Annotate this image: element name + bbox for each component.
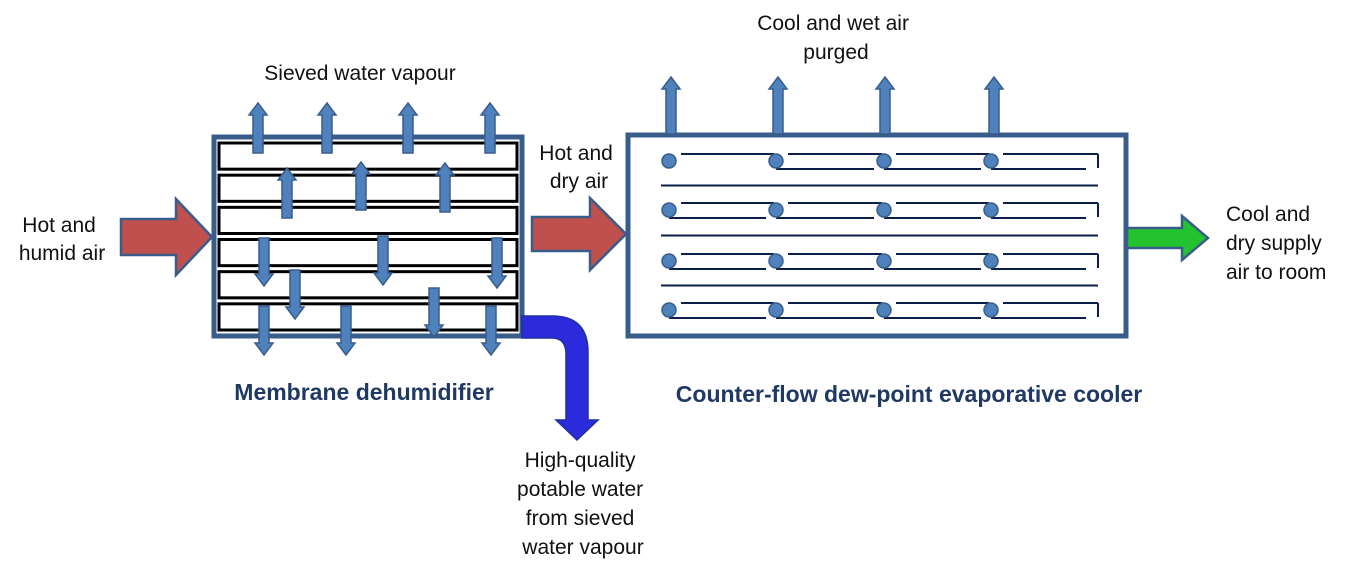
- vapour-permeation-arrow: [276, 166, 298, 219]
- perforation-hole: [768, 253, 784, 269]
- perforation-hole: [876, 202, 892, 218]
- membrane-dehumidifier: [211, 101, 525, 357]
- title-membrane-dehumidifier: Membrane dehumidifier: [234, 379, 493, 405]
- dew-point-evaporative-cooler: [625, 75, 1129, 339]
- potable-water-pipe-arrow: [521, 315, 600, 442]
- vapour-outlet-arrow: [397, 101, 419, 154]
- perforation-hole: [661, 202, 677, 218]
- membrane-channel: [217, 173, 519, 203]
- hot-humid-air-arrow: [119, 195, 214, 279]
- perforation-hole: [983, 153, 999, 169]
- perforation-hole: [876, 302, 892, 318]
- labels: Hot and humid air Sieved water vapour Ho…: [19, 12, 1328, 559]
- perforation-hole: [768, 153, 784, 169]
- condensate-arrow: [372, 235, 394, 287]
- perforation-hole: [876, 253, 892, 269]
- purge-arrow: [983, 75, 1005, 135]
- perforation-hole: [768, 202, 784, 218]
- dehumidifier-outline: [211, 134, 525, 339]
- membrane-channel: [217, 205, 519, 235]
- purge-arrow: [767, 75, 789, 135]
- perforation-hole: [983, 253, 999, 269]
- hot-dry-air-arrow: [530, 194, 628, 274]
- label-hot-humid-air: Hot and humid air: [19, 214, 105, 265]
- vapour-outlet-arrow: [479, 101, 501, 154]
- perforation-hole: [661, 302, 677, 318]
- condensate-arrow: [486, 237, 508, 290]
- water-outlet-arrow: [253, 305, 275, 357]
- label-cool-wet-air-purged: Cool and wet air purged: [757, 12, 915, 64]
- perforation-hole: [983, 202, 999, 218]
- label-potable-water: High-quality potable water from sieved w…: [517, 449, 649, 559]
- perforation-hole: [983, 302, 999, 318]
- purge-arrow: [660, 75, 682, 135]
- condensate-arrow: [423, 287, 445, 339]
- condensate-arrow: [253, 237, 275, 288]
- flow-arrows: [119, 194, 1210, 442]
- title-evaporative-cooler: Counter-flow dew-point evaporative coole…: [676, 381, 1142, 407]
- label-hot-dry-air: Hot and dry air: [539, 142, 618, 193]
- vapour-permeation-arrow: [350, 160, 372, 211]
- water-outlet-arrow: [480, 305, 502, 357]
- perforation-hole: [768, 302, 784, 318]
- cool-dry-supply-arrow: [1125, 213, 1210, 263]
- vapour-outlet-arrow: [247, 101, 269, 154]
- vapour-outlet-arrow: [316, 101, 338, 154]
- purge-arrow: [874, 75, 896, 135]
- perforation-hole: [876, 153, 892, 169]
- label-cool-dry-supply-air: Cool and dry supply air to room: [1226, 203, 1328, 284]
- water-outlet-arrow: [335, 305, 357, 357]
- membrane-channel: [217, 141, 519, 171]
- perforation-hole: [661, 153, 677, 169]
- perforation-hole: [661, 253, 677, 269]
- label-sieved-vapour: Sieved water vapour: [264, 62, 455, 85]
- vapour-permeation-arrow: [434, 161, 456, 213]
- condensate-arrow: [284, 269, 306, 321]
